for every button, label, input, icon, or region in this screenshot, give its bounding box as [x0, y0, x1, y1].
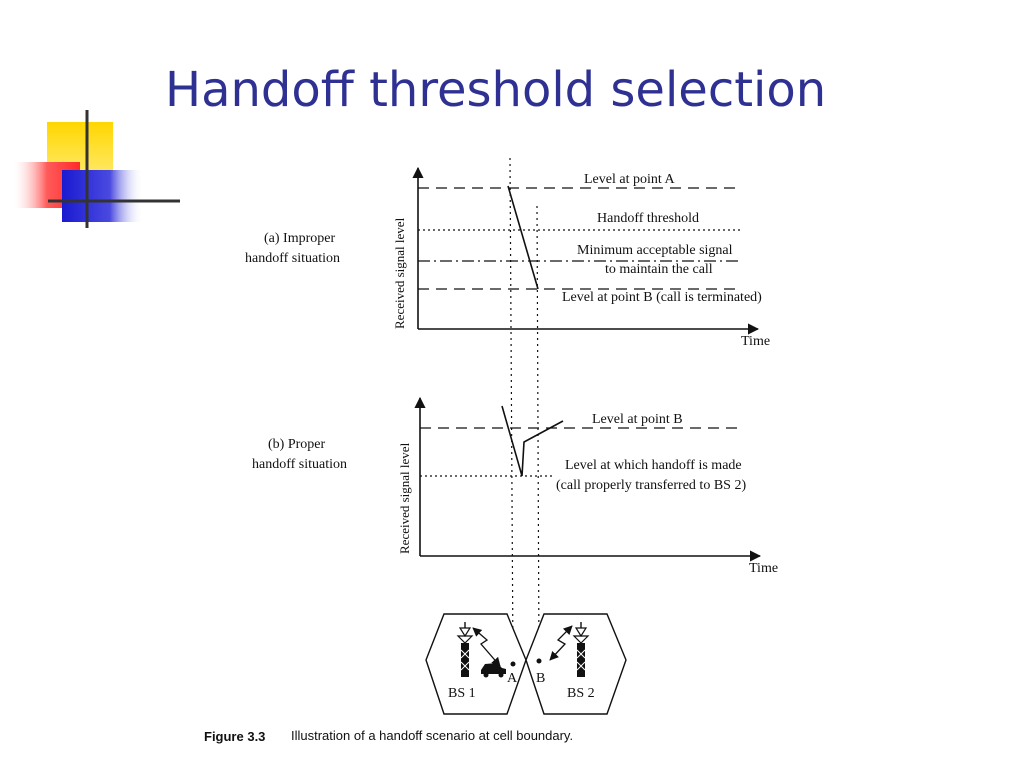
bs1-label: BS 1: [448, 686, 476, 701]
panel-a-level-b-label: Level at point B (call is terminated): [562, 290, 762, 305]
radio-link-icon-bs1: [472, 627, 501, 667]
tower-icon-bs1: [456, 622, 474, 677]
panel-a-min-signal-label-2: to maintain the call: [605, 262, 713, 277]
cells: A B BS 1 BS 2: [425, 613, 627, 715]
car-icon: [481, 663, 506, 678]
point-b-label: B: [536, 671, 545, 686]
panel-a-signal-curve: [507, 185, 539, 290]
radio-link-icon-bs2: [549, 625, 573, 661]
panel-a-min-signal-label-1: Minimum acceptable signal: [577, 243, 733, 258]
panel-a-x-axis-label: Time: [741, 334, 770, 349]
point-a-dot: [510, 661, 516, 667]
panel-a: Received signal level Time (a) Improper …: [245, 166, 770, 349]
blue-square: [62, 170, 142, 222]
point-a-label: A: [507, 671, 518, 686]
panel-b-x-axis-label: Time: [749, 561, 778, 576]
figure-label: Figure 3.3: [204, 729, 265, 744]
panel-a-y-axis-label: Received signal level: [392, 217, 407, 329]
panel-b-level-b-label: Level at point B: [592, 412, 683, 427]
panel-a-label-line1: (a) Improper: [264, 231, 335, 246]
panel-a-level-a-label: Level at point A: [584, 172, 675, 187]
panel-a-threshold-label: Handoff threshold: [597, 211, 699, 226]
decorative-squares: [14, 110, 180, 228]
figure-caption: Illustration of a handoff scenario at ce…: [291, 728, 573, 743]
panel-b-label-line1: (b) Proper: [268, 437, 325, 452]
guide-line-a: [509, 157, 514, 665]
panel-b-y-axis-label: Received signal level: [397, 442, 412, 554]
panel-b-label-line2: handoff situation: [252, 457, 347, 472]
panel-b-handoff-level-label-1: Level at which handoff is made: [565, 458, 742, 473]
panel-a-label-line2: handoff situation: [245, 251, 340, 266]
slide-title: Handoff threshold selection: [165, 62, 827, 118]
bs2-label: BS 2: [567, 686, 595, 701]
tower-icon-bs2: [572, 622, 590, 677]
panel-b: Received signal level Time (b) Proper ha…: [252, 396, 778, 576]
guide-line-b: [536, 205, 540, 661]
point-b-dot: [536, 658, 542, 664]
panel-b-handoff-level-label-2: (call properly transferred to BS 2): [556, 478, 746, 493]
